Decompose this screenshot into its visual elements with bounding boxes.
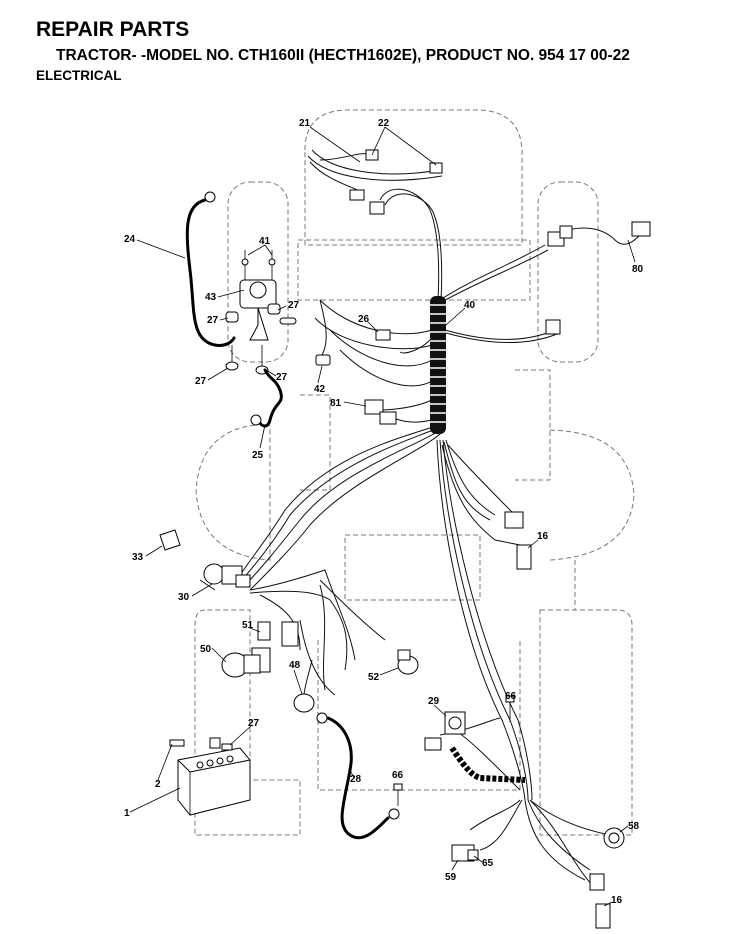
connector-26 [375,329,391,341]
callout-28: 28 [350,774,362,785]
side-connector [545,319,561,335]
callout-22: 22 [378,118,390,129]
callout-66-lower: 66 [392,770,404,781]
lamp-52 [397,649,419,675]
callout-59: 59 [445,872,457,883]
solenoid-43 [225,250,297,375]
bolt-66-lower [393,783,403,806]
main-wiring-harness [237,188,611,886]
callout-80: 80 [632,264,644,275]
callout-1: 1 [124,808,130,819]
callout-66-upper: 66 [505,691,517,702]
headlight-harness [307,149,443,215]
callout-labels: 21 22 24 41 43 27 27 27 27 25 26 40 42 8… [124,118,644,906]
harness-loom [430,296,446,434]
callout-16-lower: 16 [611,895,623,906]
callout-25: 25 [252,450,264,461]
model-subtitle: TRACTOR- -MODEL NO. CTH160II (HECTH1602E… [56,47,630,64]
switch-50 [221,652,261,678]
tractor-outline [194,109,635,836]
bracket-33 [159,529,181,551]
callout-58: 58 [628,821,640,832]
switch-81 [364,399,397,425]
callout-leaders [129,126,636,907]
bolt-66-upper [505,695,515,722]
callout-52: 52 [368,672,380,683]
lamp-48 [293,659,315,713]
callout-27-e: 27 [248,718,260,729]
callout-27-b: 27 [207,315,219,326]
callout-24: 24 [124,234,136,245]
callout-42: 42 [314,384,326,395]
switch-59-65 [451,844,479,862]
ignition-30 [199,563,251,591]
callout-33: 33 [132,552,144,563]
callout-30: 30 [178,592,190,603]
section-title: ELECTRICAL [36,68,122,83]
callout-27-d: 27 [276,372,288,383]
callout-48: 48 [289,660,301,671]
callout-81: 81 [330,398,342,409]
part-42 [315,299,331,366]
callout-26: 26 [358,314,370,325]
switch-16-lower [589,873,611,929]
callout-43: 43 [205,292,217,303]
callout-21: 21 [299,118,311,129]
callout-50: 50 [200,644,212,655]
callout-2: 2 [155,779,161,790]
switch-16-upper [504,511,532,570]
connector-80 [547,221,651,247]
cable-28 [316,712,400,840]
callout-27-c: 27 [195,376,207,387]
cable-24 [185,191,236,347]
battery [169,737,251,816]
lower-coiled-loom [449,746,526,783]
callout-29: 29 [428,696,440,707]
callout-16-upper: 16 [537,531,549,542]
callout-65: 65 [482,858,494,869]
page-title: REPAIR PARTS [36,18,190,41]
callout-51: 51 [242,620,254,631]
callout-41: 41 [259,236,271,247]
solenoid-29 [424,711,466,751]
gauge-58 [603,827,625,849]
callout-27-a: 27 [288,300,300,311]
callout-40: 40 [464,300,476,311]
